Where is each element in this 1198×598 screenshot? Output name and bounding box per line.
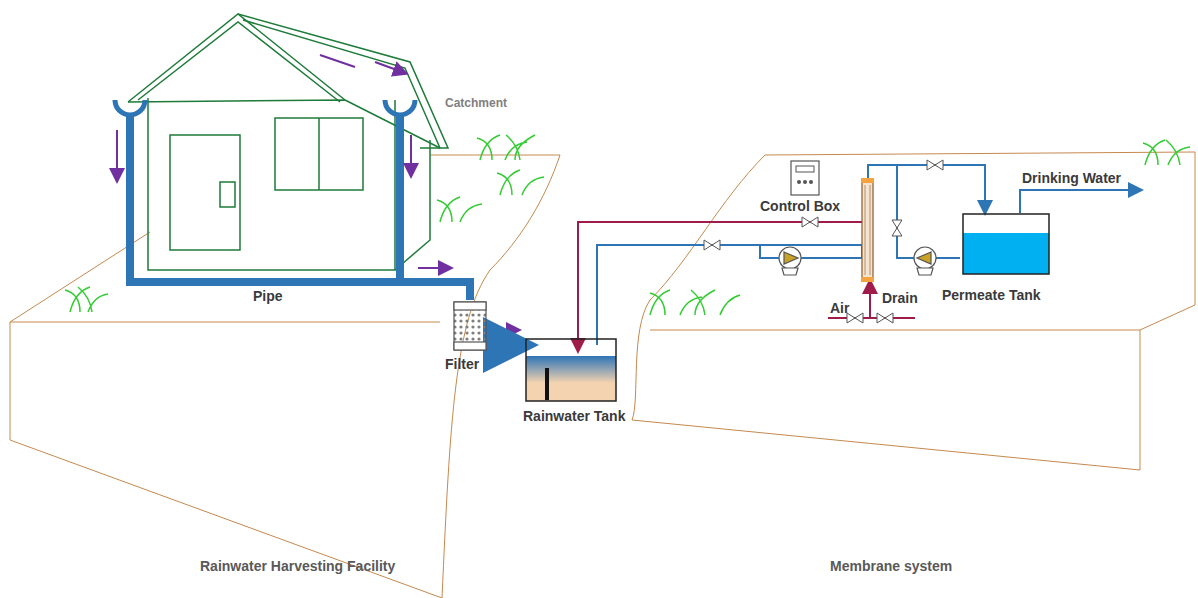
drinking-water-label: Drinking Water [1022,170,1121,186]
control-box: Control Box [790,160,820,196]
pipe-connector [488,342,525,349]
permeate-tank: Permeate Tank [962,213,1050,275]
pipe-label: Pipe [253,288,283,304]
catchment-label: Catchment [445,96,507,110]
region-title: Membrane system [830,558,952,574]
node-label: Control Box [760,198,840,214]
drain-label: Drain [882,290,918,306]
node-label: Permeate Tank [942,287,1041,303]
node-label: Filter [445,356,479,372]
region-title: Rainwater Harvesting Facility [200,558,395,574]
air-label: Air [830,300,849,316]
rainwater-tank: Rainwater Tank [525,338,617,402]
node-label: Rainwater Tank [523,408,625,424]
filter: Filter [452,300,488,352]
